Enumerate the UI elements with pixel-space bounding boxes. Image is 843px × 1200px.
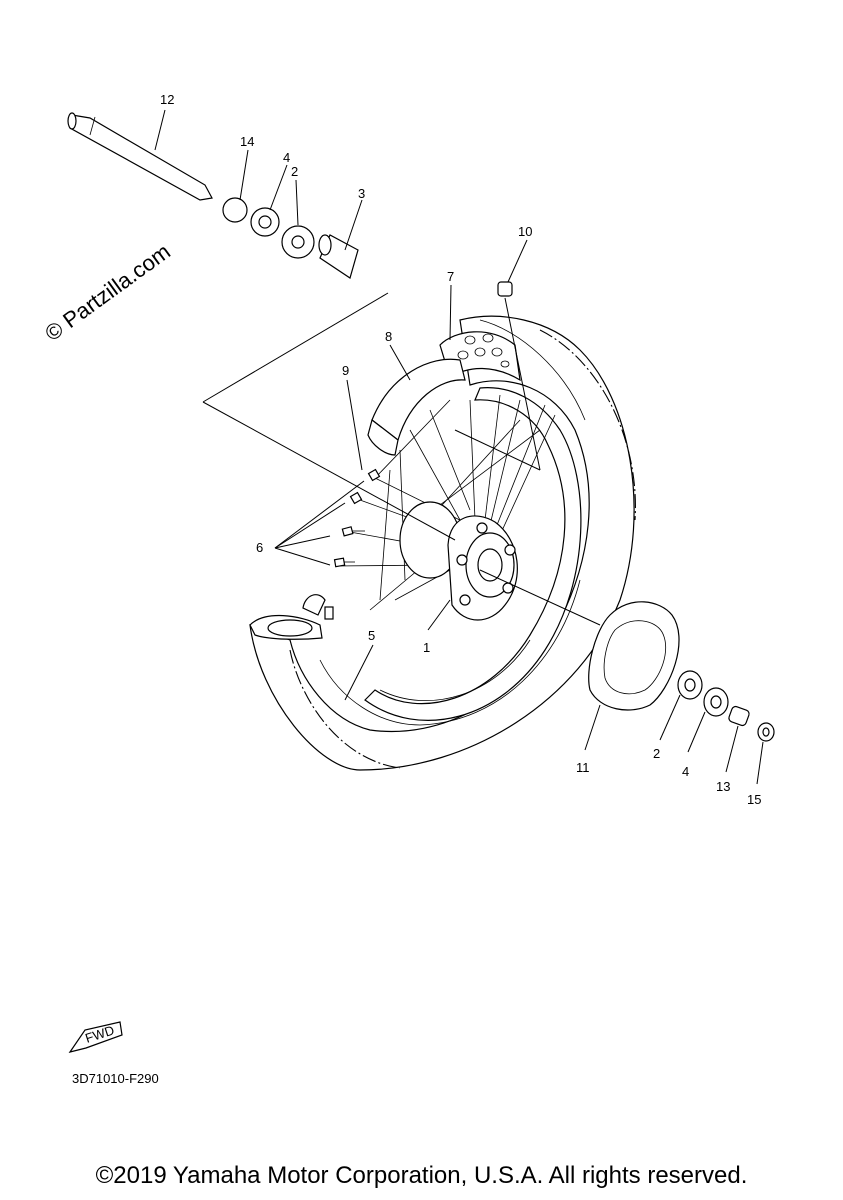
spoke-nipples-part — [333, 468, 381, 568]
inner-tube-part — [249, 594, 334, 640]
callout-3: 3 — [358, 186, 365, 201]
callout-12: 12 — [160, 92, 174, 107]
brake-disc-part — [588, 601, 680, 711]
callout-5: 5 — [368, 628, 375, 643]
leader-lines — [154, 109, 764, 785]
callout-15: 15 — [747, 792, 761, 807]
callout-4-right: 4 — [682, 764, 689, 779]
callout-7: 7 — [447, 269, 454, 284]
callout-13: 13 — [716, 779, 730, 794]
callout-2-right: 2 — [653, 746, 660, 761]
callout-9: 9 — [342, 363, 349, 378]
callout-6: 6 — [256, 540, 263, 555]
copyright-notice: ©2019 Yamaha Motor Corporation, U.S.A. A… — [95, 1162, 748, 1189]
bolt-part — [497, 281, 513, 297]
right-side-parts — [677, 670, 775, 742]
callout-2-left: 2 — [291, 164, 298, 179]
partzilla-watermark: © Partzilla.com — [40, 239, 175, 346]
tube-protector-part — [367, 358, 466, 456]
callout-14: 14 — [240, 134, 254, 149]
spokes — [334, 394, 556, 611]
callout-10: 10 — [518, 224, 532, 239]
rim-part — [364, 387, 582, 721]
callout-11: 11 — [576, 760, 590, 775]
fwd-arrow-icon: FWD — [68, 1021, 123, 1053]
callout-8: 8 — [385, 329, 392, 344]
callout-4-left: 4 — [283, 150, 290, 165]
callouts: 12 14 4 2 3 10 7 8 9 6 1 5 11 2 4 13 15 — [160, 92, 761, 807]
callout-1: 1 — [423, 640, 430, 655]
assembly-lines — [202, 292, 601, 626]
axle-part — [67, 112, 359, 279]
hub-part — [399, 501, 518, 621]
diagram-code: 3D71010-F290 — [72, 1071, 159, 1086]
